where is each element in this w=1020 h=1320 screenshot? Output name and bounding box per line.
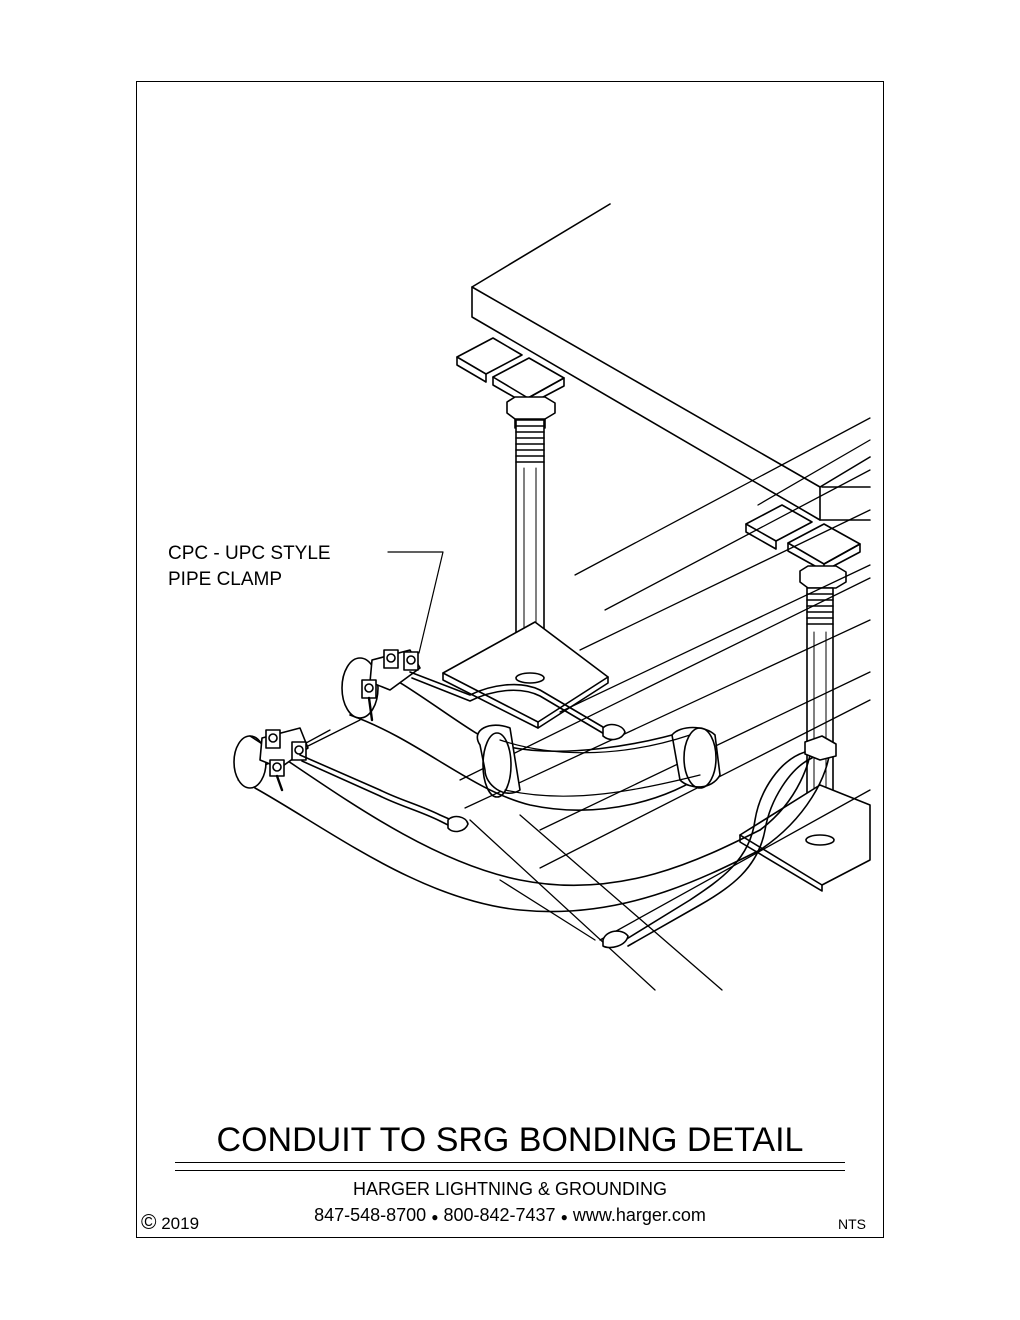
conduit-lower — [233, 735, 831, 913]
pedestal-head-left — [456, 337, 565, 429]
copyright: © 2019 — [141, 1211, 199, 1236]
ground-lugs — [447, 723, 629, 949]
drawing-title: CONDUIT TO SRG BONDING DETAIL — [216, 1121, 804, 1159]
copyright-symbol: © — [141, 1211, 157, 1234]
contact-line: 847-548-8700 ● 800-842-7437 ● www.harger… — [175, 1202, 845, 1230]
title-rule-upper — [175, 1162, 845, 1163]
pedestal-base-left — [442, 621, 609, 729]
separator-2: ● — [560, 1210, 568, 1224]
pipe-clamp-lower — [259, 727, 309, 792]
separator-1: ● — [431, 1210, 439, 1224]
callout-line-1: CPC - UPC STYLE — [168, 543, 331, 564]
title-rule-lower — [175, 1170, 845, 1171]
website-link[interactable]: www.harger.com — [572, 1205, 706, 1225]
pedestal-head-right — [745, 504, 861, 589]
floor-panel — [471, 203, 871, 521]
company-name: HARGER LIGHTNING & GROUNDING — [352, 1179, 668, 1199]
phone-2: 800-842-7437 — [443, 1205, 556, 1225]
phone-1: 847-548-8700 — [314, 1205, 427, 1225]
bonding-jumpers — [299, 671, 813, 947]
pipe-clamp-upper — [361, 649, 421, 722]
scale-note: NTS — [838, 1216, 866, 1232]
copyright-year: 2019 — [161, 1214, 200, 1233]
pedestal-base-right — [739, 784, 871, 892]
callout-line-2: PIPE CLAMP — [168, 569, 283, 590]
pipe-clamp-right — [804, 735, 837, 761]
callout-leader — [387, 551, 444, 654]
sheet-border — [136, 81, 884, 1238]
pipe-clamp-callout: CPC - UPC STYLE PIPE CLAMP — [168, 541, 331, 593]
